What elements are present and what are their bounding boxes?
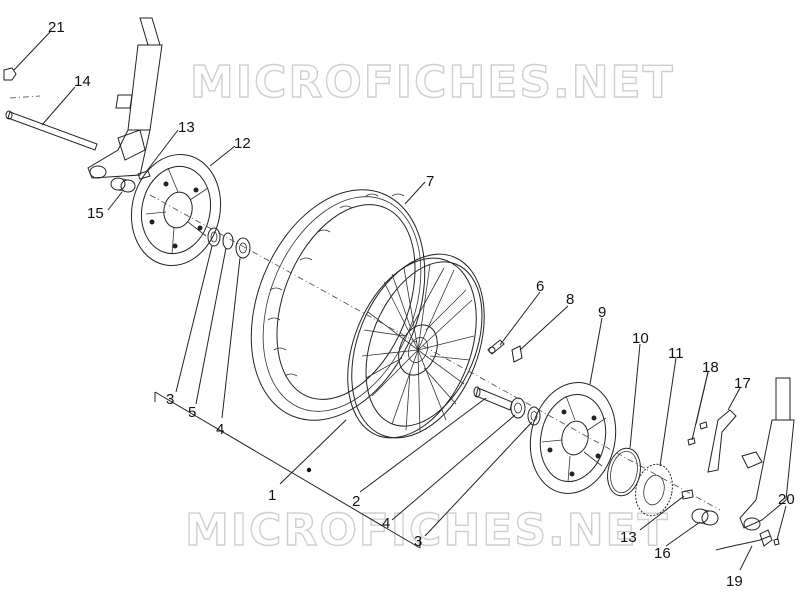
callout-13-right: 13 [620, 529, 637, 546]
part-callouts: 21 14 13 12 15 7 6 8 9 10 11 18 17 3 5 4… [48, 19, 795, 590]
callout-9: 9 [598, 304, 606, 321]
callout-11: 11 [668, 345, 684, 362]
spacer-right [691, 508, 719, 526]
watermark-bottom: MICROFICHES.NET [185, 505, 670, 556]
sensor-screws [687, 421, 708, 446]
right-fork-leg [739, 377, 795, 531]
callout-3-right: 3 [414, 533, 422, 550]
callout-14: 14 [74, 73, 91, 90]
callout-18: 18 [702, 359, 719, 376]
callout-20: 20 [778, 491, 795, 508]
callout-16: 16 [654, 545, 671, 562]
tyre-valve [487, 339, 505, 355]
right-bearing-set [510, 397, 541, 426]
wheel-spacer-tube [473, 386, 513, 411]
right-brake-disc [529, 382, 617, 494]
left-fork-leg [87, 17, 163, 179]
callout-7: 7 [426, 173, 434, 190]
callout-1: 1 [268, 487, 276, 504]
callout-13-left: 13 [178, 119, 195, 136]
front-tyre [250, 189, 426, 421]
leader-lines [13, 31, 787, 571]
assembly-bracket [154, 391, 421, 549]
left-bearing-set [207, 227, 251, 259]
sensor-cable [715, 529, 773, 551]
spacer-left [110, 177, 136, 193]
callout-10: 10 [632, 330, 649, 347]
callout-4-right: 4 [382, 515, 390, 532]
front-axle [5, 110, 98, 151]
callout-3-left: 3 [166, 391, 174, 408]
fixing-screw [773, 538, 780, 546]
abs-tone-ring [635, 463, 673, 517]
callout-5: 5 [188, 404, 196, 421]
callout-12: 12 [234, 135, 251, 152]
balance-weight [511, 345, 523, 363]
assembly-dot [306, 467, 312, 473]
axis-dash-nut [9, 95, 41, 99]
callout-19: 19 [726, 573, 743, 590]
callout-6: 6 [536, 278, 544, 295]
front-rim [347, 253, 485, 439]
callout-15: 15 [87, 205, 104, 222]
watermark-top: MICROFICHES.NET [190, 57, 675, 108]
axle-nut [3, 67, 17, 81]
callout-4-left: 4 [216, 421, 224, 438]
bolt-right [681, 489, 694, 500]
callout-21: 21 [48, 19, 65, 36]
callout-8: 8 [566, 291, 574, 308]
callout-2: 2 [352, 493, 360, 510]
seal-ring [607, 447, 641, 497]
callout-17: 17 [734, 375, 751, 392]
abs-sensor [707, 409, 737, 473]
left-brake-disc [130, 153, 222, 267]
bolt-left [137, 170, 151, 180]
